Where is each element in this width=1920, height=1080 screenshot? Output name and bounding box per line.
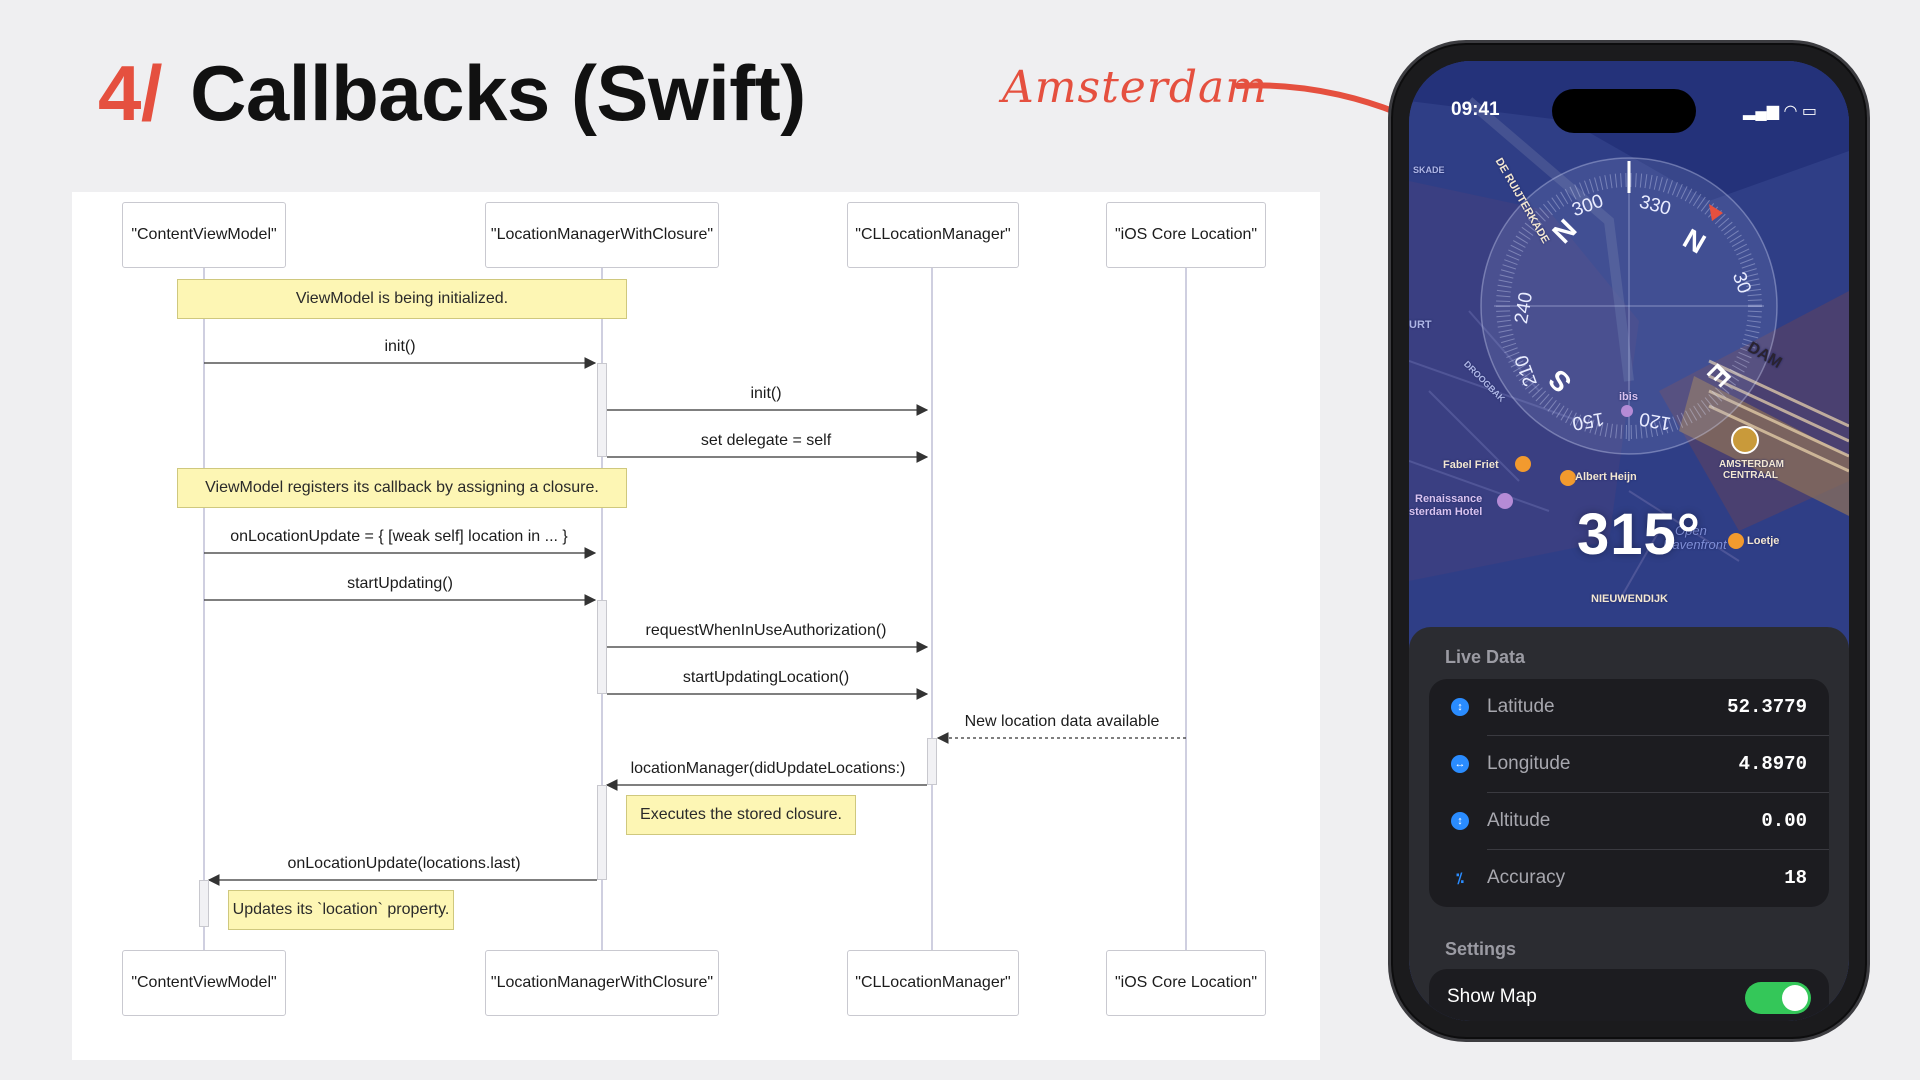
latitude-icon: ↕: [1451, 698, 1469, 716]
row-altitude: ↕ Altitude 0.00: [1429, 793, 1829, 850]
map-label-poi: Renaissance: [1415, 493, 1483, 505]
map-label-street: URT: [1409, 319, 1432, 331]
message-label: init(): [384, 338, 416, 355]
accuracy-icon: ⁒: [1456, 870, 1464, 886]
iphone-mockup: 300 330 30 240 210 150 120 N S E N DE RU: [1388, 40, 1870, 1042]
message-label: onLocationUpdate = { [weak self] locatio…: [230, 528, 568, 545]
slide-title: 4/Callbacks (Swift): [98, 48, 806, 139]
note-viewmodel-init: ViewModel is being initialized.: [177, 279, 627, 319]
map-label-poi: AMSTERDAM: [1719, 459, 1784, 470]
row-label: Accuracy: [1487, 867, 1566, 888]
message-label: locationManager(didUpdateLocations:): [630, 760, 906, 777]
row-value: 18: [1784, 867, 1807, 889]
actor-contentviewmodel-top: "ContentViewModel": [122, 202, 286, 268]
message-label: New location data available: [964, 713, 1160, 730]
wifi-icon: ◠: [1783, 103, 1798, 120]
row-show-map[interactable]: Show Map: [1429, 969, 1829, 1021]
actor-locationmanagerwithclosure-top: "LocationManagerWithClosure": [485, 202, 719, 268]
row-label: Longitude: [1487, 753, 1571, 774]
map-label-poi: CENTRAAL: [1723, 470, 1778, 481]
activation-bar: [597, 785, 607, 880]
sequence-diagram: "ContentViewModel" "LocationManagerWithC…: [72, 192, 1320, 1060]
activation-bar: [597, 363, 607, 457]
message-label: onLocationUpdate(locations.last): [287, 855, 521, 872]
settings-group: Show Map: [1429, 969, 1829, 1021]
map-label-poi: Albert Heijn: [1575, 471, 1637, 483]
row-accuracy: ⁒ Accuracy 18: [1429, 850, 1829, 907]
dynamic-island: [1552, 89, 1696, 133]
map-label-area: Open: [1675, 523, 1707, 538]
status-time: 09:41: [1451, 99, 1500, 120]
activation-bar: [199, 880, 209, 927]
map-label-street: SKADE: [1413, 165, 1445, 175]
note-viewmodel-registers: ViewModel registers its callback by assi…: [177, 468, 627, 508]
phone-screen: 300 330 30 240 210 150 120 N S E N DE RU: [1409, 61, 1849, 1021]
message-label: startUpdatingLocation(): [682, 669, 850, 686]
row-divider: [1487, 849, 1829, 850]
actor-cllocationmanager-top: "CLLocationManager": [847, 202, 1019, 268]
actor-cllocationmanager-bottom: "CLLocationManager": [847, 950, 1019, 1016]
map-label-area: Havenfront: [1663, 537, 1727, 552]
actor-ios-core-location-bottom: "iOS Core Location": [1106, 950, 1266, 1016]
map-label-street: NIEUWENDIJK: [1591, 593, 1669, 605]
map-label-poi: ibis: [1619, 391, 1638, 403]
message-label: startUpdating(): [347, 575, 453, 592]
activation-bar: [927, 738, 937, 785]
longitude-icon: ↔: [1451, 755, 1469, 773]
row-value: 4.8970: [1738, 753, 1807, 775]
signal-icon: ▂▄▆: [1743, 103, 1779, 120]
row-value: 52.3779: [1727, 696, 1807, 718]
row-latitude: ↕ Latitude 52.3779: [1429, 679, 1829, 736]
message-label: requestWhenInUseAuthorization(): [645, 622, 887, 639]
actor-ios-core-location-top: "iOS Core Location": [1106, 202, 1266, 268]
row-divider: [1487, 792, 1829, 793]
amsterdam-annotation: Amsterdam: [1002, 62, 1268, 113]
actor-locationmanagerwithclosure-bottom: "LocationManagerWithClosure": [485, 950, 719, 1016]
map-label-poi: sterdam Hotel: [1409, 506, 1483, 518]
data-panel: Live Data ↕ Latitude 52.3779 ↔ Longitude…: [1409, 627, 1849, 1021]
actor-contentviewmodel-bottom: "ContentViewModel": [122, 950, 286, 1016]
row-divider: [1487, 735, 1829, 736]
toggle-knob: [1782, 985, 1808, 1011]
altitude-icon: ↕: [1451, 812, 1469, 830]
row-label: Latitude: [1487, 696, 1555, 717]
show-map-toggle[interactable]: [1745, 982, 1811, 1014]
live-data-group: ↕ Latitude 52.3779 ↔ Longitude 4.8970 ↕ …: [1429, 679, 1829, 907]
message-label: set delegate = self: [700, 432, 832, 449]
row-value: 0.00: [1761, 810, 1807, 832]
row-label: Altitude: [1487, 810, 1551, 831]
slide-number: 4/: [98, 49, 163, 137]
live-data-header: Live Data: [1445, 647, 1526, 667]
compass-heading: 315°: [1577, 502, 1701, 567]
battery-icon: ▭: [1801, 103, 1817, 120]
map-label-poi: Fabel Friet: [1443, 459, 1499, 471]
note-updates-location: Updates its `location` property.: [228, 890, 454, 930]
settings-header: Settings: [1445, 939, 1517, 959]
show-map-label: Show Map: [1447, 986, 1537, 1007]
status-icons: ▂▄▆ ◠ ▭: [1743, 101, 1817, 121]
message-label: init(): [750, 385, 782, 402]
slide-title-text: Callbacks (Swift): [190, 49, 806, 137]
map-label-poi: Loetje: [1747, 535, 1780, 547]
note-executes-closure: Executes the stored closure.: [626, 795, 856, 835]
activation-bar: [597, 600, 607, 694]
row-longitude: ↔ Longitude 4.8970: [1429, 736, 1829, 793]
